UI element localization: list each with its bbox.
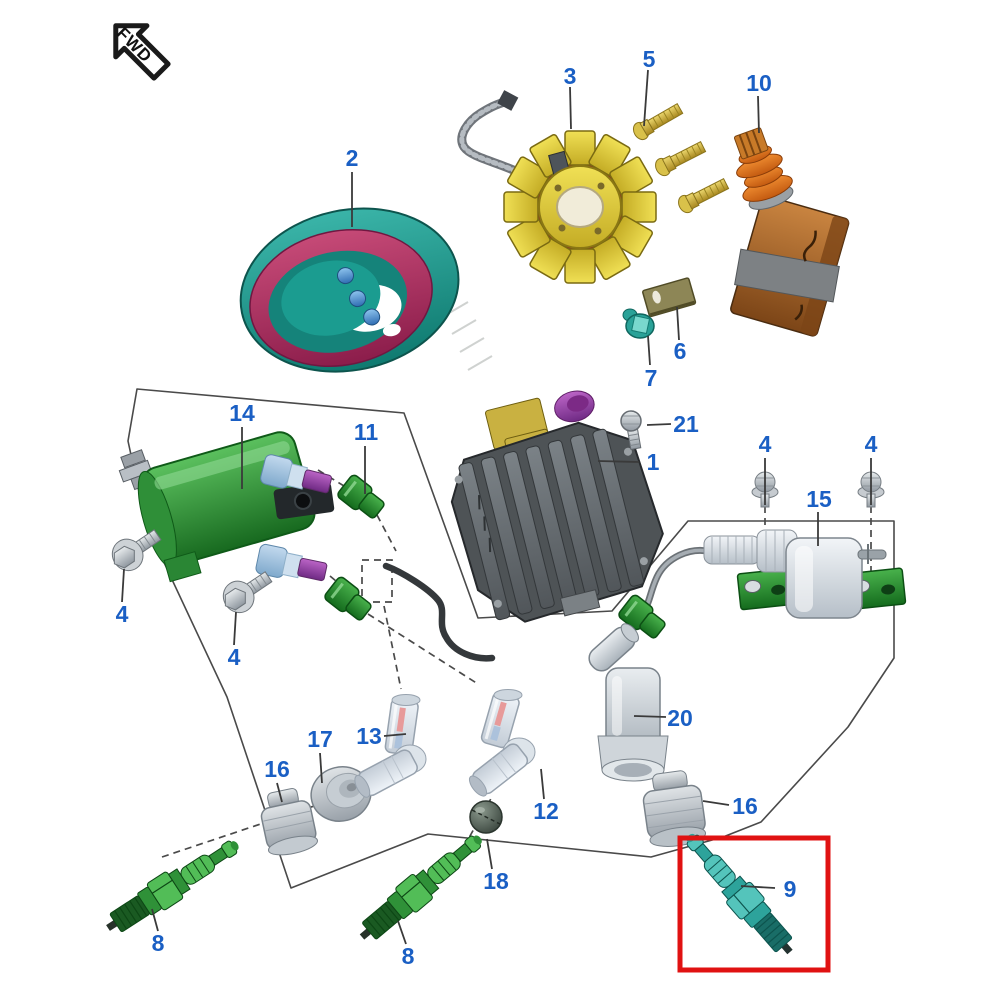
flywheel-rotor-2 (239, 207, 460, 373)
cable-connector (497, 90, 519, 111)
callout-9[interactable]: 9 (784, 876, 797, 902)
callout-8b[interactable]: 8 (402, 943, 415, 969)
callout-4a[interactable]: 4 (116, 601, 129, 627)
plug-cap-12 (468, 689, 536, 797)
coil-unit-14 (118, 431, 335, 583)
hidden-part-dashed-box (361, 559, 393, 603)
callout-20[interactable]: 20 (667, 705, 693, 731)
ignition-coil-15 (640, 529, 907, 619)
coil-terminal (260, 454, 332, 494)
grommet-16a (260, 788, 319, 856)
callout-4b[interactable]: 4 (228, 644, 241, 670)
bolt-7 (622, 308, 655, 339)
flywheel-bolt (336, 267, 354, 285)
callout-labels: 1 2 3 4 4 4 4 5 6 7 8 8 9 10 11 12 13 14… (116, 46, 878, 969)
coil-terminal (255, 543, 328, 582)
callout-16a[interactable]: 16 (264, 756, 290, 782)
callout-11[interactable]: 11 (354, 419, 379, 445)
callout-15[interactable]: 15 (806, 486, 832, 512)
plug-cap-20 (588, 623, 669, 782)
callout-6[interactable]: 6 (674, 338, 687, 364)
rectifier-1 (450, 390, 664, 623)
callout-10[interactable]: 10 (746, 70, 772, 96)
callout-1[interactable]: 1 (647, 449, 660, 475)
leader-lines (121, 69, 872, 945)
plug-cap-13 (354, 694, 427, 798)
flywheel-bolt (363, 308, 381, 326)
callout-17[interactable]: 17 (307, 726, 333, 752)
callout-14[interactable]: 14 (229, 400, 255, 426)
callout-13[interactable]: 13 (356, 723, 382, 749)
callout-5[interactable]: 5 (643, 46, 656, 72)
callout-16b[interactable]: 16 (732, 793, 758, 819)
callout-4c[interactable]: 4 (759, 431, 772, 457)
callout-2[interactable]: 2 (346, 145, 359, 171)
callout-8a[interactable]: 8 (152, 930, 165, 956)
callout-7[interactable]: 7 (645, 365, 658, 391)
bolt-21 (620, 410, 642, 451)
joint-nut-18 (469, 800, 503, 834)
callout-4d[interactable]: 4 (865, 431, 878, 457)
ignition-wire (382, 562, 496, 662)
cdi-coil-10 (730, 127, 850, 337)
highlight-box-part-9[interactable] (677, 835, 831, 973)
callout-12[interactable]: 12 (533, 798, 559, 824)
callout-21[interactable]: 21 (673, 411, 699, 437)
bracket-plate-6 (642, 277, 697, 318)
callout-18[interactable]: 18 (483, 868, 509, 894)
stator-3 (457, 90, 657, 284)
flywheel-bolt (349, 290, 367, 308)
callout-3[interactable]: 3 (564, 63, 577, 89)
